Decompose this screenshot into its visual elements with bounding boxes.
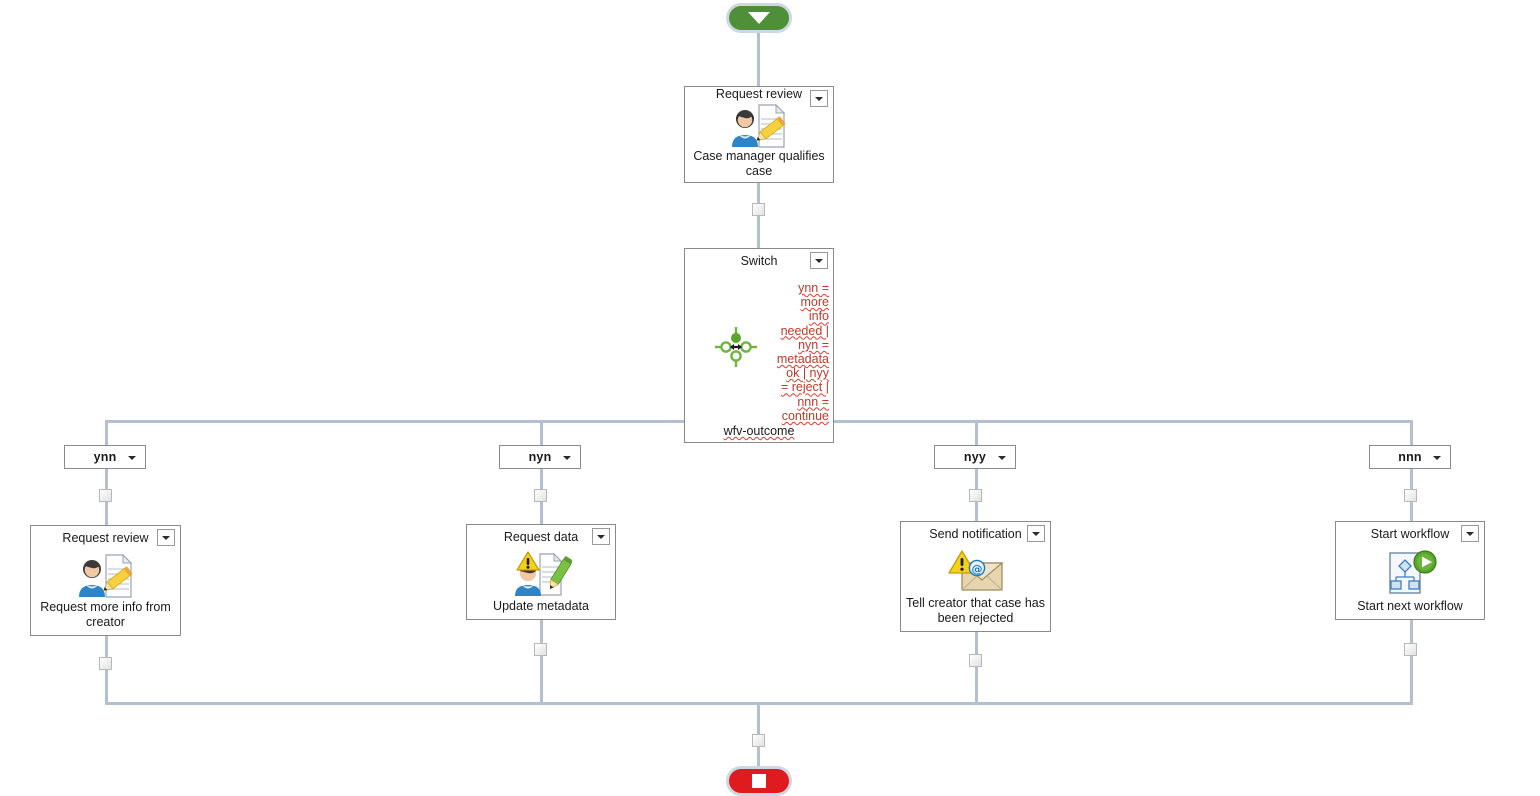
switch-case-line: more xyxy=(800,295,829,310)
node-title: Request review xyxy=(62,531,149,545)
junction-node-merge-nnn[interactable] xyxy=(1404,643,1417,656)
node-caption: Case manager qualifies case xyxy=(693,149,825,178)
stop-node[interactable] xyxy=(726,766,792,796)
node-switch[interactable]: Switch ynn = more info needed | nyn = me… xyxy=(684,248,834,443)
node-header: Request data xyxy=(467,525,615,549)
connector-rail-to-combo-ynn xyxy=(105,420,108,446)
connector-node-to-merge-nyn xyxy=(540,620,543,704)
switch-case-line: ynn = xyxy=(798,281,829,295)
node-title: Start workflow xyxy=(1370,527,1450,541)
node-menu-chevron-icon[interactable] xyxy=(1027,525,1045,542)
node-title: Request data xyxy=(503,530,579,544)
node-header: Switch xyxy=(685,249,833,273)
branch-combo-label: nyn xyxy=(528,450,552,464)
connector-start-to-request-review xyxy=(757,30,760,86)
switch-case-line: info xyxy=(808,309,829,324)
branch-combo-ynn[interactable]: ynn xyxy=(64,445,146,469)
node-caption: Update metadata xyxy=(493,599,589,613)
node-menu-chevron-icon[interactable] xyxy=(157,529,175,546)
switch-outcome-variable: wfv-outcome xyxy=(723,424,795,438)
svg-text:@: @ xyxy=(971,562,982,575)
node-icon-area xyxy=(467,549,615,599)
node-icon-area xyxy=(1336,546,1484,599)
node-request-data[interactable]: Request data xyxy=(466,524,616,620)
connector-request-review-to-switch xyxy=(757,182,760,250)
node-icon-area xyxy=(713,321,759,378)
play-down-triangle-icon xyxy=(748,12,770,24)
connector-rail-to-combo-nyy xyxy=(975,420,978,446)
switch-case-line: nyn = xyxy=(798,337,829,352)
node-menu-chevron-icon[interactable] xyxy=(810,252,828,269)
switch-case-line: nnn = xyxy=(797,394,829,409)
junction-combo-node-ynn[interactable] xyxy=(99,489,112,502)
workflow-play-icon xyxy=(1389,549,1437,594)
node-caption: Tell creator that case has been rejected xyxy=(906,596,1045,625)
junction-node-merge-nyy[interactable] xyxy=(969,654,982,667)
node-title: Request review xyxy=(715,87,803,101)
junction-node-merge-ynn[interactable] xyxy=(99,657,112,670)
junction-combo-node-nnn[interactable] xyxy=(1404,489,1417,502)
junction-node-merge-nyn[interactable] xyxy=(534,643,547,656)
switch-footer-label: wfv-outcome xyxy=(685,424,833,438)
node-header: Request review xyxy=(31,526,180,550)
switch-case-line: needed | xyxy=(780,323,829,338)
switch-case-line: = reject | xyxy=(780,380,829,395)
junction-start-request-review[interactable] xyxy=(752,203,765,216)
node-menu-chevron-icon[interactable] xyxy=(592,528,610,545)
node-header: Send notification xyxy=(901,522,1050,546)
node-header: Request review xyxy=(685,87,833,107)
node-menu-chevron-icon[interactable] xyxy=(810,90,828,107)
chevron-down-icon[interactable] xyxy=(998,456,1006,460)
connector-node-to-merge-nnn xyxy=(1410,620,1413,704)
warning-email-envelope-icon: @ xyxy=(947,550,1004,591)
junction-merge-stop[interactable] xyxy=(752,734,765,747)
branch-combo-label: ynn xyxy=(93,450,117,464)
user-warning-document-pencil-icon xyxy=(515,551,572,596)
node-request-review-top[interactable]: Request review xyxy=(684,86,834,183)
node-caption: Start next workflow xyxy=(1357,599,1463,613)
branch-combo-label: nyy xyxy=(963,450,987,464)
junction-combo-node-nyn[interactable] xyxy=(534,489,547,502)
chevron-down-icon[interactable] xyxy=(1433,456,1441,460)
user-document-pencil-icon xyxy=(78,553,133,598)
chevron-down-icon[interactable] xyxy=(128,456,136,460)
node-title: Send notification xyxy=(929,527,1022,541)
switch-case-line: metadata xyxy=(776,352,829,367)
connector-rail-to-combo-nnn xyxy=(1410,420,1413,446)
node-icon-area: @ xyxy=(901,546,1050,596)
node-start-workflow[interactable]: Start workflow Start next workflow xyxy=(1335,521,1485,620)
node-caption: Request more info from creator xyxy=(40,600,171,629)
node-send-notification[interactable]: Send notification @ Tell creator that ca… xyxy=(900,521,1051,632)
switch-case-line: continue xyxy=(781,408,829,423)
node-header: Start workflow xyxy=(1336,522,1484,546)
node-icon-area xyxy=(685,101,833,149)
node-menu-chevron-icon[interactable] xyxy=(1461,525,1479,542)
user-document-pencil-icon xyxy=(732,103,786,148)
junction-combo-node-nyy[interactable] xyxy=(969,489,982,502)
node-icon-area xyxy=(31,550,180,600)
switch-case-line: ok | nyy xyxy=(786,366,829,381)
node-request-review-branch[interactable]: Request review xyxy=(30,525,181,636)
node-title: Switch xyxy=(740,254,778,268)
branch-combo-label: nnn xyxy=(1398,450,1422,464)
switch-cases-text: ynn = more info needed | nyn = metadata … xyxy=(773,281,829,423)
connector-node-to-merge-nyy xyxy=(975,632,978,704)
connector-node-to-merge-ynn xyxy=(105,636,108,704)
branch-combo-nnn[interactable]: nnn xyxy=(1369,445,1451,469)
branch-combo-nyy[interactable]: nyy xyxy=(934,445,1016,469)
start-node[interactable] xyxy=(726,3,792,33)
stop-square-icon xyxy=(752,774,766,788)
switch-router-icon xyxy=(715,327,757,367)
branch-combo-nyn[interactable]: nyn xyxy=(499,445,581,469)
connector-rail-to-combo-nyn xyxy=(540,420,543,446)
chevron-down-icon[interactable] xyxy=(563,456,571,460)
